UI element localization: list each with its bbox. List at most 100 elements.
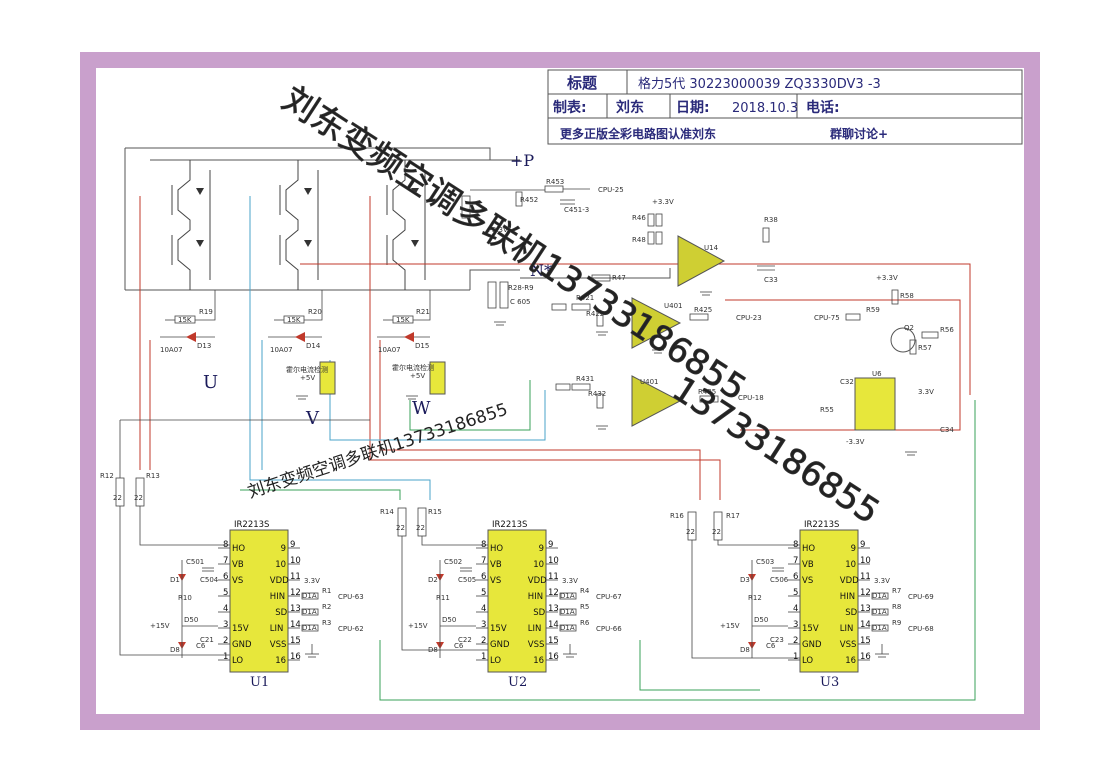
- ic-cpu-label: CPU-62: [338, 625, 364, 633]
- ic-cap-b: C505: [458, 576, 476, 584]
- ic-series-resistor: [871, 592, 889, 600]
- ic-pin-num-left: 3: [793, 620, 798, 630]
- svg-text:R47: R47: [612, 274, 626, 282]
- ic-pin-label-left: VS: [490, 576, 501, 586]
- svg-text:+3.3V: +3.3V: [652, 198, 674, 206]
- ic-resistor-ref: R7: [892, 587, 901, 595]
- ic-d1a-label: D1A: [302, 592, 317, 600]
- ic-pin-label-right: 10: [533, 560, 544, 570]
- ic-resistor-ref: R1: [322, 587, 331, 595]
- phase-wires: [139, 196, 976, 701]
- ic-pin-label-left: VB: [802, 560, 814, 570]
- ic-pin-label-right: SD: [275, 608, 287, 618]
- ic-resistor: R12: [748, 594, 762, 602]
- svg-text:R453: R453: [546, 178, 564, 186]
- svg-text:U401: U401: [664, 302, 682, 310]
- svg-text:C33: C33: [764, 276, 778, 284]
- ic-pin-label-right: HIN: [270, 592, 285, 602]
- r17-val: 22: [712, 528, 721, 536]
- ic-cap-b: C504: [200, 576, 219, 584]
- ic-series-resistor: [301, 624, 319, 632]
- ic-resistor-ref: R3: [322, 619, 331, 627]
- ic-cpu-label: CPU-66: [596, 625, 622, 633]
- u6-chip: [854, 377, 896, 431]
- ic-c6: C6: [766, 642, 776, 650]
- ic-pin-label-right: 16: [845, 656, 856, 666]
- r16: R16: [670, 512, 684, 520]
- ic-series-resistor: [871, 608, 889, 616]
- ic-d1a-label: D1A: [872, 592, 887, 600]
- ic-name-2: IR2213S: [492, 520, 527, 530]
- date-value: 2018.10.3: [732, 101, 798, 116]
- svg-text:C32: C32: [840, 378, 854, 386]
- svg-text:C34: C34: [940, 426, 954, 434]
- ic-pin-label-right: 10: [845, 560, 856, 570]
- ic-pin-num-left: 2: [223, 636, 228, 646]
- ic-d50: D50: [184, 616, 198, 624]
- ic-pin-num-right: 16: [290, 652, 301, 662]
- ic-15v: +15V: [150, 622, 170, 630]
- igbt-bridge: [171, 160, 426, 290]
- svg-text:+3.3V: +3.3V: [486, 226, 508, 234]
- svg-text:Q2: Q2: [904, 324, 914, 332]
- ic-pin-num-right: 11: [290, 572, 301, 582]
- svg-text:R38: R38: [764, 216, 778, 224]
- svg-text:CPU-75: CPU-75: [814, 314, 840, 322]
- ic-resistor-ref: R5: [580, 603, 589, 611]
- svg-text:R55: R55: [820, 406, 834, 414]
- ic-pin-label-right: HIN: [528, 592, 543, 602]
- ic-cpu-label: CPU-67: [596, 593, 622, 601]
- ic-pin-label-left: VS: [232, 576, 243, 586]
- ic-pin-label-left: VB: [232, 560, 244, 570]
- svg-text:R435: R435: [698, 388, 716, 396]
- r14: R14: [380, 508, 394, 516]
- ic-vdd-33v: 3.3V: [562, 577, 578, 585]
- ic-pin-num-left: 4: [223, 604, 228, 614]
- node-u: U: [203, 372, 218, 393]
- svg-text:R422: R422: [586, 310, 604, 318]
- ic-name-1: IR2213S: [234, 520, 269, 530]
- ic-cap-a: C503: [756, 558, 774, 566]
- ic-pin-num-left: 6: [223, 572, 228, 582]
- ic-resistor-ref: R4: [580, 587, 590, 595]
- ic-pin-num-right: 11: [860, 572, 871, 582]
- ic-pin-label-left: LO: [802, 656, 813, 666]
- ic-pin-num-left: 6: [481, 572, 486, 582]
- ic-c21: C23: [770, 636, 784, 644]
- r13-val: 22: [134, 494, 143, 502]
- ic-c6: C6: [196, 642, 206, 650]
- ic-15v: +15V: [408, 622, 428, 630]
- ic-pin-label-right: 16: [533, 656, 544, 666]
- ic-pin-label-right: VDD: [840, 576, 859, 586]
- ic-pin-label-right: 9: [281, 544, 286, 554]
- ic-pin-num-right: 13: [548, 604, 559, 614]
- ic-pin-label-right: 16: [275, 656, 286, 666]
- ic-pin-num-right: 11: [548, 572, 559, 582]
- footer-left: 更多正版全彩电路图认准刘东: [560, 126, 716, 141]
- igbt-diodes: [196, 188, 419, 247]
- ic-d8: D8: [428, 646, 438, 654]
- ic-body-2: [487, 529, 547, 673]
- ic-pin-num-right: 9: [860, 540, 865, 550]
- ic-pin-num-right: 12: [548, 588, 559, 598]
- ic-d1a-label: D1A: [560, 608, 575, 616]
- ic-pin-label-left: LO: [490, 656, 501, 666]
- ic-pin-num-right: 10: [548, 556, 559, 566]
- ic-ref-2: U2: [508, 675, 527, 690]
- ic-pin-label-right: LIN: [528, 624, 542, 634]
- ground-symbols: [296, 291, 917, 456]
- sense-resistors: [461, 185, 939, 409]
- ic-series-resistor: [301, 592, 319, 600]
- ic-vdd-33v: 3.3V: [304, 577, 320, 585]
- ic-pin-label-right: 9: [851, 544, 856, 554]
- svg-text:R59: R59: [866, 306, 880, 314]
- ic-cpu-label: CPU-68: [908, 625, 934, 633]
- ic-vdd-33v: 3.3V: [874, 577, 890, 585]
- ic-cap-a: C502: [444, 558, 462, 566]
- ic-pin-label-left: HO: [802, 544, 815, 554]
- ic-pin-num-left: 2: [793, 636, 798, 646]
- ic-c21: C22: [458, 636, 472, 644]
- phone-label: 电话:: [806, 99, 840, 116]
- hall-v-label: 霍尔电流检测: [286, 365, 328, 374]
